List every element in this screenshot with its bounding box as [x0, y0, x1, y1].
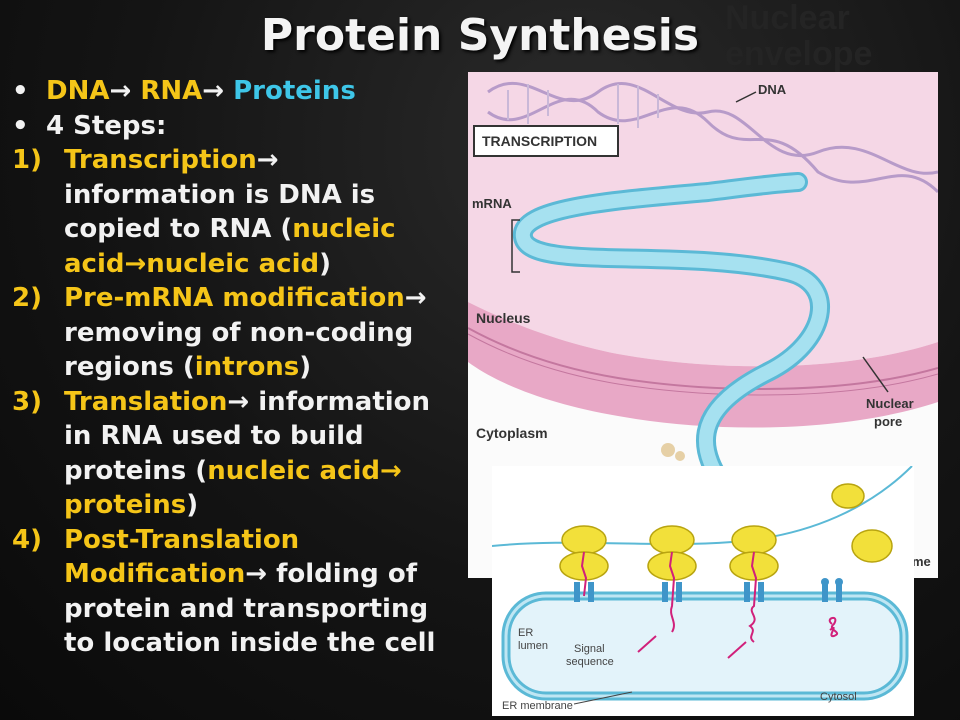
- watermark-line-1: Nuclear: [725, 0, 850, 37]
- background-watermark: Nuclear envelope: [725, 0, 872, 72]
- step-1: 1) Transcription→ information is DNA is …: [12, 143, 462, 281]
- arrow-icon: [637, 635, 657, 653]
- step-3: 3) Translation→ information in RNA used …: [12, 385, 462, 523]
- slide-title: Protein Synthesis: [260, 10, 700, 61]
- er-membrane-label: ER membrane: [502, 700, 573, 712]
- highlight-term: introns: [194, 352, 300, 382]
- mrna-label: mRNA: [472, 196, 512, 211]
- nuclear-pore-label-2: pore: [874, 414, 902, 429]
- arrow-icon: [727, 641, 747, 659]
- step-number: 1): [12, 145, 42, 175]
- rna-term: RNA: [140, 76, 203, 106]
- step-4: 4) Post-Translation Modification→ foldin…: [12, 523, 462, 661]
- step-number: 3): [12, 386, 42, 417]
- er-membrane: [501, 591, 909, 701]
- transcription-box: [473, 125, 619, 157]
- highlight-term: nucleic acid: [146, 248, 320, 279]
- proteins-term: Proteins: [233, 76, 356, 106]
- step-number: 2): [12, 283, 42, 313]
- step-text: information in RNA used to build protein…: [64, 386, 431, 486]
- dna-term: DNA: [46, 76, 110, 106]
- dna-label: DNA: [758, 82, 787, 97]
- membrane-label-fragment: me: [912, 554, 931, 569]
- step-name: Translation: [64, 386, 228, 417]
- nucleus-label: Nucleus: [476, 310, 531, 326]
- step-number: 4): [12, 524, 42, 555]
- folded-protein-icon: [828, 617, 839, 638]
- signal-label-2: sequence: [566, 656, 614, 668]
- arrow-icon: →: [202, 76, 225, 106]
- step-name: Pre-mRNA modification: [64, 283, 405, 313]
- signal-label-1: Signal: [574, 643, 605, 655]
- arrow-icon: →: [124, 248, 147, 279]
- translation-diagram: ER lumen Signal sequence ER membrane Cyt…: [491, 465, 914, 716]
- ribosome-icon: [647, 525, 697, 633]
- translocon-icon: [821, 578, 843, 638]
- er-lumen-label-2: lumen: [518, 640, 548, 652]
- nuclear-pore-label-1: Nuclear: [866, 396, 914, 411]
- step-text: information is DNA is copied to RNA (: [64, 179, 376, 245]
- watermark-line-2: envelope: [725, 35, 873, 73]
- ribosome-subunit-icon: [851, 529, 893, 563]
- arrow-icon: →: [245, 559, 267, 589]
- ribosome-icon: [661, 443, 675, 457]
- cytosol-label: Cytosol: [820, 691, 857, 703]
- translation-figure: ER lumen Signal sequence ER membrane Cyt…: [491, 465, 914, 716]
- arrow-icon: →: [227, 386, 250, 417]
- step-name: Transcription: [64, 145, 257, 175]
- highlight-term: proteins: [64, 490, 187, 520]
- dna-helix: [487, 81, 940, 194]
- step-name: Post-Translation Modification: [64, 524, 300, 590]
- bullet-dot: •: [12, 76, 29, 106]
- highlight-term: nucleic acid: [207, 455, 381, 486]
- highlight-term: nucleic acid: [64, 214, 396, 279]
- slide-content: • DNA→ RNA→ Proteins • 4 Steps: 1) Trans…: [12, 74, 462, 661]
- step-text: removing of non-coding regions (: [64, 317, 414, 383]
- ribosome-icon: [729, 525, 779, 643]
- transcription-label: TRANSCRIPTION: [482, 133, 597, 149]
- arrow-icon: →: [109, 76, 132, 106]
- step-2: 2) Pre-mRNA modification→ removing of no…: [12, 281, 462, 385]
- arrow-icon: →: [380, 455, 402, 486]
- arrow-icon: →: [404, 283, 427, 313]
- ribosome-subunit-icon: [831, 483, 865, 509]
- step-text: folding of protein and transporting to l…: [64, 559, 436, 658]
- er-lumen-label-1: ER: [518, 627, 533, 639]
- bullet-steps: • 4 Steps:: [12, 109, 462, 144]
- nuclear-envelope: [468, 302, 938, 428]
- arrow-icon: →: [256, 145, 279, 175]
- cytoplasm-label: Cytoplasm: [476, 425, 548, 441]
- ribosome-icon: [559, 525, 609, 602]
- bullet-flow: • DNA→ RNA→ Proteins: [12, 74, 462, 109]
- bullet-dot: •: [12, 110, 29, 141]
